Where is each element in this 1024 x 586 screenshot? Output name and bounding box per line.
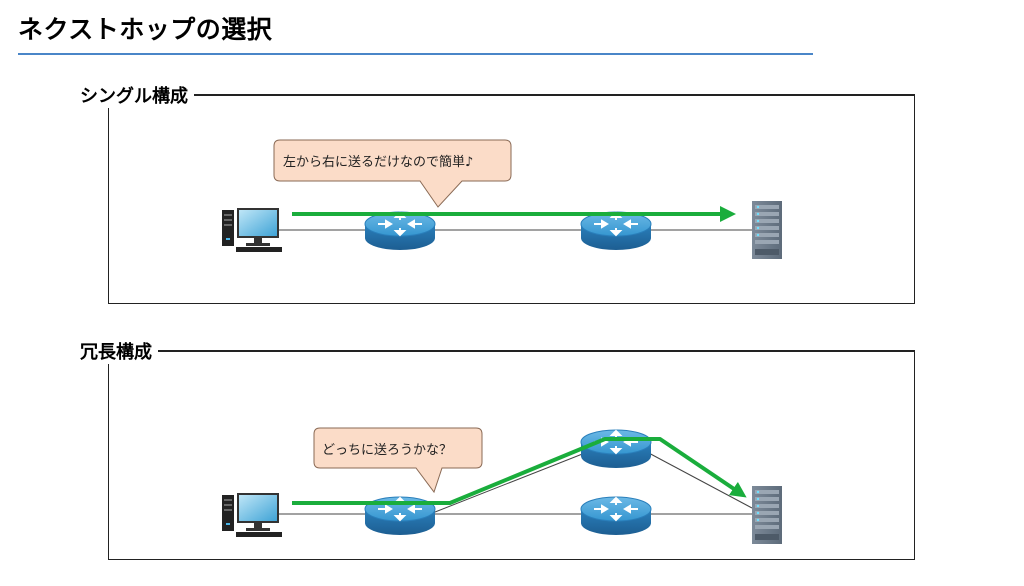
single-frame-top (108, 94, 915, 96)
callout-single (273, 139, 512, 208)
redundant-frame-top (108, 350, 915, 352)
server-icon (752, 486, 782, 544)
upper-router-link (429, 450, 591, 515)
pc-icon (222, 493, 282, 537)
callout-redundant (313, 427, 483, 494)
router-icon (580, 211, 652, 251)
pc-icon (222, 208, 282, 252)
callout-single-text: 左から右に送るだけなので簡単♪ (283, 155, 474, 170)
single-config-frame (108, 94, 915, 304)
router-icon (364, 211, 436, 251)
redundant-config-frame (108, 350, 915, 560)
title-underline (18, 53, 813, 55)
redundant-path-arrow (292, 437, 747, 505)
page-title: ネクストホップの選択 (18, 15, 273, 44)
section-label-redundant: 冗長構成 (80, 338, 158, 364)
section-label-single: シングル構成 (80, 82, 194, 108)
callout-redundant-text: どっちに送ろうかな？ (322, 443, 453, 458)
server-icon (752, 201, 782, 259)
router-icon (580, 496, 652, 536)
router-icon (580, 429, 652, 469)
upper-server-link (644, 450, 753, 509)
